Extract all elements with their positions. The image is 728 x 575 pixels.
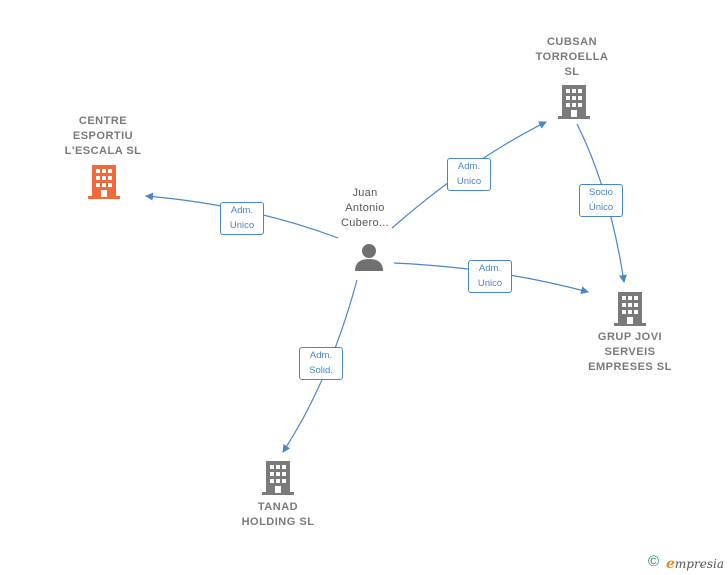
company-label-tanad[interactable]: TANAD HOLDING SL [241, 501, 315, 528]
relation-label-centre[interactable]: Adm. Unico [220, 202, 264, 235]
brand-name: mpresia [674, 557, 724, 571]
footer-brand: © empresia [648, 553, 728, 575]
relation-label-cubsan-grup[interactable]: Socio Único [579, 184, 623, 217]
person-icon[interactable] [354, 242, 384, 272]
copyright-icon: © [648, 553, 660, 570]
building-icon-cubsan[interactable] [558, 85, 590, 119]
company-label-grup[interactable]: GRUP JOVI SERVEIS EMPRESES SL [588, 331, 672, 373]
relation-label-cubsan[interactable]: Adm. Unico [447, 158, 491, 191]
brand-logo[interactable]: empresia [666, 556, 724, 572]
building-icon-centre[interactable] [88, 165, 120, 199]
relation-label-grup[interactable]: Adm. Unico [468, 260, 512, 293]
company-label-cubsan[interactable]: CUBSAN TORROELLA SL [535, 36, 609, 78]
brand-initial: e [666, 556, 675, 572]
building-icon-tanad[interactable] [262, 461, 294, 495]
building-icon-grup[interactable] [614, 292, 646, 326]
relation-label-tanad[interactable]: Adm. Solid. [299, 347, 343, 380]
company-label-centre[interactable]: CENTRE ESPORTIU L'ESCALA SL [64, 115, 142, 157]
person-label[interactable]: Juan Antonio Cubero... [341, 187, 389, 229]
